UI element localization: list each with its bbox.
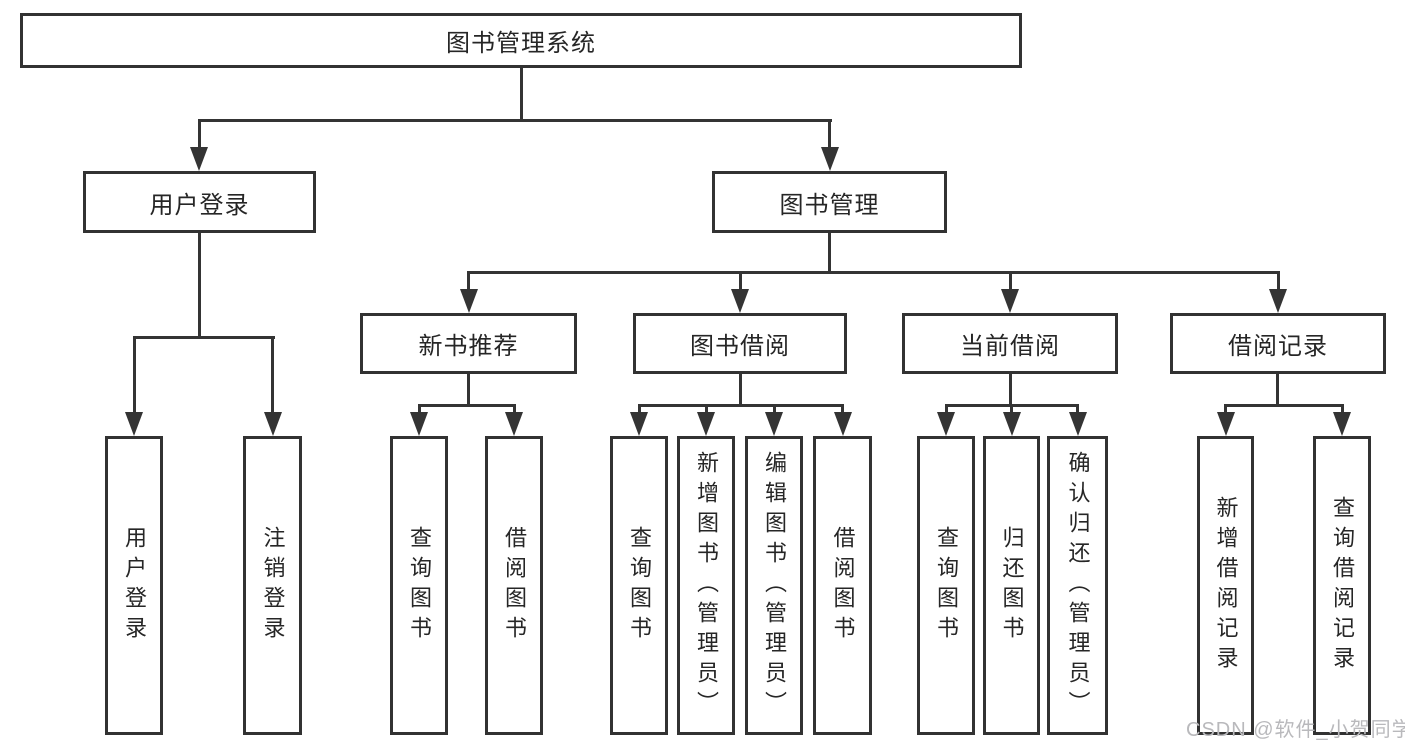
connector-line xyxy=(467,374,470,407)
connector-arrowhead xyxy=(937,412,955,436)
connector-arrowhead xyxy=(1333,412,1351,436)
leaf-bb-borrow-book: 借阅图书 xyxy=(813,436,872,735)
node-root: 图书管理系统 xyxy=(20,13,1022,68)
leaf-nb-query-book: 查询图书 xyxy=(390,436,448,735)
connector-line xyxy=(1009,374,1012,407)
connector-line xyxy=(271,337,274,415)
connector-arrowhead xyxy=(731,289,749,313)
connector-line xyxy=(841,405,844,416)
connector-line xyxy=(520,68,523,122)
leaf-bb-edit-book-admin: 编辑图书（管理员） xyxy=(745,436,803,735)
connector-line xyxy=(418,405,421,416)
connector-arrowhead xyxy=(125,412,143,436)
connector-line xyxy=(198,119,201,151)
connector-line xyxy=(467,272,470,294)
node-borrow-records: 借阅记录 xyxy=(1170,313,1386,374)
node-new-book-recommend: 新书推荐 xyxy=(360,313,577,374)
connector-line xyxy=(1224,405,1227,416)
leaf-nb-borrow-book: 借阅图书 xyxy=(485,436,543,735)
connector-arrowhead xyxy=(410,412,428,436)
connector-line xyxy=(739,272,742,294)
connector-line xyxy=(773,405,776,416)
connector-arrowhead xyxy=(264,412,282,436)
leaf-user-login: 用户登录 xyxy=(105,436,163,735)
connector-line xyxy=(705,405,708,416)
node-book-borrow: 图书借阅 xyxy=(633,313,847,374)
connector-line xyxy=(638,404,844,407)
leaf-bb-add-book-admin: 新增图书（管理员） xyxy=(677,436,735,735)
connector-arrowhead xyxy=(1001,289,1019,313)
connector-arrowhead xyxy=(1269,289,1287,313)
connector-line xyxy=(1076,405,1079,416)
connector-line xyxy=(467,271,1280,274)
node-book-management: 图书管理 xyxy=(712,171,947,233)
connector-line xyxy=(418,404,516,407)
connector-line xyxy=(1224,404,1344,407)
leaf-logout: 注销登录 xyxy=(243,436,302,735)
connector-arrowhead xyxy=(1217,412,1235,436)
connector-line xyxy=(513,405,516,416)
connector-arrowhead xyxy=(821,147,839,171)
connector-line xyxy=(133,336,275,339)
connector-line xyxy=(1341,405,1344,416)
connector-arrowhead xyxy=(505,412,523,436)
connector-line xyxy=(133,337,136,415)
leaf-bb-query-book: 查询图书 xyxy=(610,436,668,735)
node-user-login: 用户登录 xyxy=(83,171,316,233)
connector-arrowhead xyxy=(190,147,208,171)
connector-line xyxy=(198,119,832,122)
leaf-cb-confirm-return-admin: 确认归还（管理员） xyxy=(1047,436,1108,735)
csdn-watermark: CSDN @软件_小贺同学 xyxy=(1186,719,1405,741)
connector-line xyxy=(638,405,641,416)
connector-line xyxy=(1010,405,1013,416)
connector-arrowhead xyxy=(630,412,648,436)
connector-line xyxy=(198,233,201,339)
connector-line xyxy=(739,374,742,407)
leaf-br-query-record: 查询借阅记录 xyxy=(1313,436,1371,735)
connector-line xyxy=(1009,272,1012,294)
connector-arrowhead xyxy=(834,412,852,436)
leaf-cb-query-book: 查询图书 xyxy=(917,436,975,735)
node-current-borrow: 当前借阅 xyxy=(902,313,1118,374)
connector-line xyxy=(828,233,831,274)
leaf-br-add-record: 新增借阅记录 xyxy=(1197,436,1254,735)
connector-line xyxy=(1277,272,1280,294)
connector-line xyxy=(828,119,831,151)
connector-arrowhead xyxy=(1069,412,1087,436)
connector-arrowhead xyxy=(697,412,715,436)
connector-arrowhead xyxy=(765,412,783,436)
connector-arrowhead xyxy=(460,289,478,313)
connector-line xyxy=(945,405,948,416)
connector-arrowhead xyxy=(1003,412,1021,436)
connector-line xyxy=(1276,374,1279,407)
leaf-cb-return-book: 归还图书 xyxy=(983,436,1040,735)
